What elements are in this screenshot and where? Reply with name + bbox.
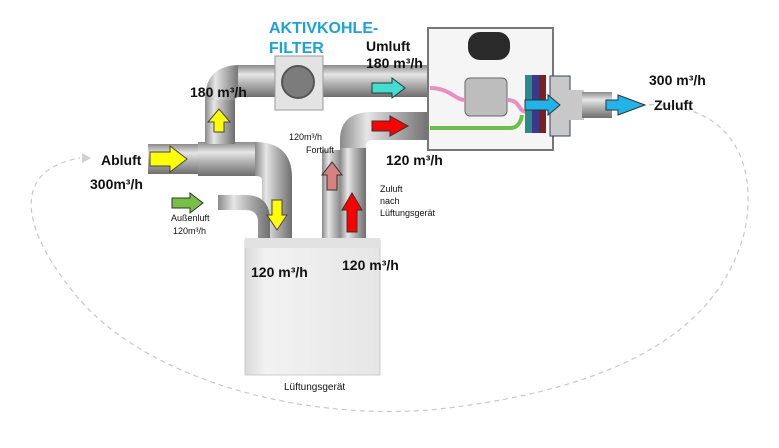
ventilation-unit-box bbox=[244, 239, 381, 376]
fortluft-label: Fortluft bbox=[306, 145, 335, 155]
fortluft-up-arrow-icon bbox=[320, 161, 344, 191]
abluft-label: Abluft bbox=[101, 152, 142, 168]
zuluft-arrow-icon bbox=[605, 94, 647, 116]
top-elbow bbox=[205, 65, 240, 100]
unit-name-label: Lüftungsgerät bbox=[284, 382, 346, 393]
zuluft-nach-line3: Lüftungsgerät bbox=[380, 208, 436, 218]
outlet-collar bbox=[568, 90, 584, 120]
umluft-label: Umluft bbox=[366, 38, 411, 54]
zuluft-nach-line2: nach bbox=[380, 196, 400, 206]
supply-internal-arrow-icon bbox=[524, 93, 561, 117]
unit-left-flow-label: 120 m³/h bbox=[251, 264, 308, 280]
zuluft-nach-line1: Zuluft bbox=[380, 184, 403, 194]
zuluft-label: Zuluft bbox=[654, 97, 693, 113]
warm-air-up-arrow-icon bbox=[341, 192, 363, 233]
compressor bbox=[468, 32, 510, 60]
carbon-filter-title: AKTIVKOHLE- FILTER bbox=[269, 20, 379, 57]
aussenluft-label: Außenluft bbox=[171, 213, 210, 223]
unit-top bbox=[245, 238, 380, 248]
supply-return-flow-label: 120 m³/h bbox=[386, 152, 443, 168]
fortluft-flow-label: 120m³/h bbox=[289, 132, 323, 142]
umluft-arrow-icon bbox=[371, 76, 406, 100]
branch-flow-label: 180 m³/h bbox=[190, 84, 247, 100]
air-loop-dashed-line bbox=[30, 104, 749, 413]
unit-right-flow-label: 120 m³/h bbox=[342, 257, 399, 273]
umluft-flow-label: 180 m³/h bbox=[366, 55, 423, 71]
zuluft-flow-label: 300 m³/h bbox=[649, 72, 706, 88]
abluft-arrow-icon bbox=[149, 144, 188, 174]
loop-arrowhead-icon bbox=[82, 153, 91, 163]
aussenluft-pipe bbox=[218, 195, 270, 248]
warm-air-right-arrow-icon bbox=[371, 115, 410, 137]
abluft-flow-label: 300m³/h bbox=[90, 176, 143, 192]
filter-port bbox=[281, 65, 315, 99]
refrigerant-line-pink bbox=[429, 86, 526, 114]
down-to-unit-arrow-icon bbox=[266, 199, 288, 231]
refrigerant-line-green bbox=[430, 114, 524, 130]
branch-up-arrow-icon bbox=[206, 108, 232, 133]
fan bbox=[464, 77, 508, 117]
t-piece bbox=[198, 142, 258, 176]
aussenluft-arrow-icon bbox=[171, 191, 204, 215]
aussenluft-flow-label: 120m³/h bbox=[173, 226, 207, 236]
